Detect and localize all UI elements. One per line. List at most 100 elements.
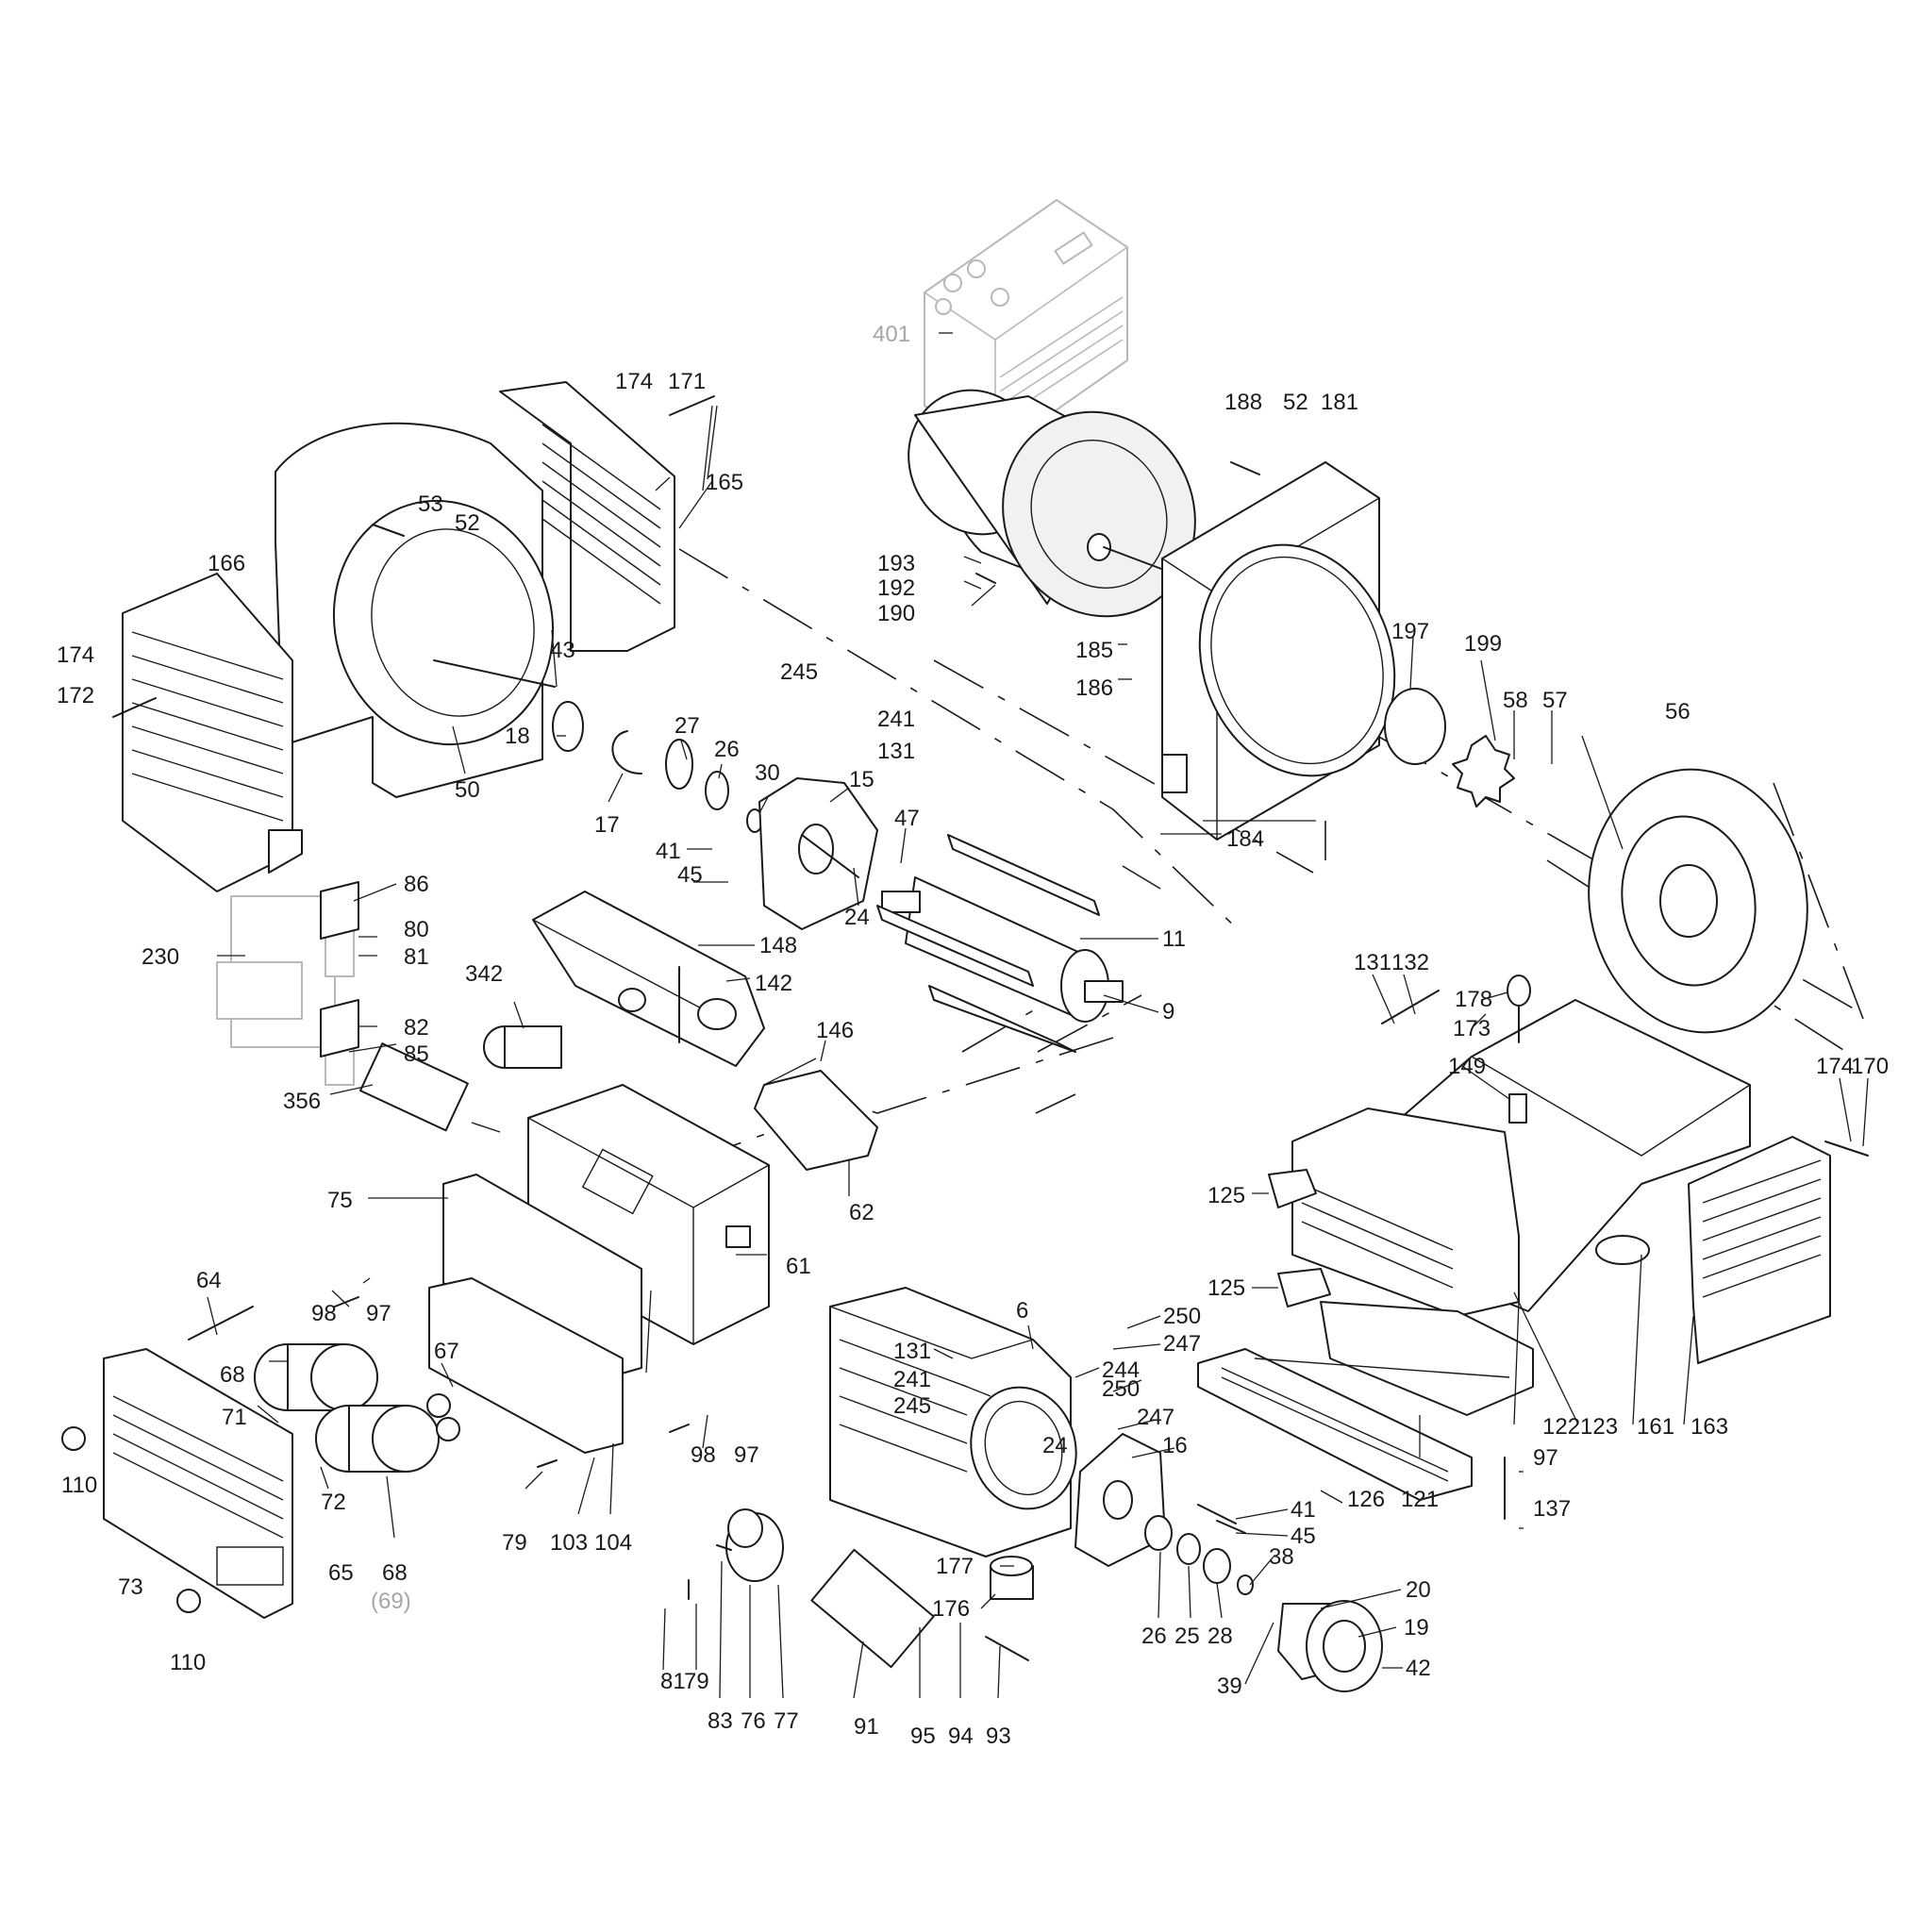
- label-121: 121: [1401, 1487, 1439, 1512]
- label-244: 244: [1102, 1357, 1140, 1383]
- label-67: 67: [434, 1339, 459, 1364]
- label-230: 230: [142, 944, 179, 970]
- label-85: 85: [404, 1041, 429, 1067]
- label-149: 149: [1448, 1054, 1486, 1079]
- label-186: 186: [1075, 675, 1113, 701]
- rotor-9: [881, 876, 1124, 1023]
- label-75: 75: [327, 1188, 353, 1213]
- bearing-flange-15: [758, 777, 878, 930]
- label-73: 73: [118, 1574, 143, 1600]
- label-47: 47: [894, 806, 920, 831]
- label-192: 192: [877, 575, 915, 601]
- label-20: 20: [1406, 1577, 1431, 1603]
- label-91: 91: [854, 1714, 879, 1740]
- label-45b: 45: [1291, 1524, 1316, 1549]
- vibration-damper-176: [990, 1556, 1034, 1600]
- label-79b: 79: [684, 1669, 709, 1694]
- label-93: 93: [986, 1724, 1011, 1749]
- label-56: 56: [1665, 699, 1690, 724]
- fan-impeller-56: [1588, 768, 1808, 1034]
- label-52b: 52: [1283, 390, 1308, 415]
- label-174b: 174: [57, 642, 94, 668]
- damper-149: [1508, 1093, 1527, 1124]
- label-148: 148: [759, 933, 797, 958]
- label-11: 11: [1162, 926, 1186, 952]
- label-19: 19: [1404, 1615, 1429, 1641]
- coupling-197-199: [1384, 688, 1515, 808]
- label-17: 17: [594, 812, 620, 838]
- seal-parts-25-26-28-38: [1144, 1515, 1254, 1595]
- motor-fan-cover-181: [1161, 461, 1396, 841]
- label-18: 18: [505, 724, 530, 749]
- fasteners: [112, 395, 1869, 1600]
- label-174a: 174: [615, 369, 653, 394]
- label-241a: 241: [877, 707, 915, 732]
- gasket-75: [442, 1174, 642, 1378]
- label-177: 177: [936, 1554, 974, 1579]
- label-401: 401: [873, 322, 910, 347]
- filter-cartridges-68: [254, 1343, 460, 1473]
- label-122: 122: [1542, 1414, 1580, 1440]
- label-28: 28: [1208, 1624, 1233, 1649]
- label-9: 9: [1162, 999, 1174, 1024]
- label-26a: 26: [714, 737, 740, 762]
- label-250a: 250: [1163, 1304, 1201, 1329]
- label-76: 76: [741, 1708, 766, 1734]
- label-94: 94: [948, 1724, 974, 1749]
- label-42: 42: [1406, 1656, 1431, 1681]
- bearing-parts-17-18-26-27-30: [552, 701, 763, 833]
- label-125b: 125: [1208, 1275, 1245, 1301]
- housing-122-123: [1291, 1108, 1520, 1317]
- label-245a: 245: [780, 659, 818, 685]
- label-185: 185: [1075, 638, 1113, 663]
- label-68a: 68: [220, 1362, 245, 1388]
- filter-cover-62: [754, 1070, 878, 1171]
- label-197: 197: [1391, 619, 1429, 644]
- label-199: 199: [1464, 631, 1502, 657]
- label-58: 58: [1503, 688, 1528, 713]
- label-52a: 52: [455, 510, 480, 536]
- label-98b: 98: [691, 1442, 716, 1468]
- label-132: 132: [1391, 950, 1429, 975]
- label-27: 27: [675, 713, 700, 739]
- label-131a: 131: [877, 739, 915, 764]
- label-77: 77: [774, 1708, 799, 1734]
- label-123: 123: [1580, 1414, 1618, 1440]
- label-174c: 174: [1816, 1054, 1854, 1079]
- label-64: 64: [196, 1268, 222, 1293]
- label-97a: 97: [366, 1301, 391, 1326]
- label-166: 166: [208, 551, 245, 576]
- label-193: 193: [877, 551, 915, 576]
- label-38: 38: [1269, 1544, 1294, 1570]
- label-190: 190: [877, 601, 915, 626]
- vanes-11: [876, 834, 1100, 1053]
- label-142: 142: [755, 971, 792, 996]
- silencer-342: [483, 1025, 562, 1069]
- label-125a: 125: [1208, 1183, 1245, 1208]
- leader-lines: [207, 332, 1869, 1699]
- label-250b: 250: [1102, 1376, 1140, 1402]
- label-79a: 79: [502, 1530, 527, 1556]
- gasket-104: [428, 1277, 624, 1454]
- label-165: 165: [706, 470, 743, 495]
- label-184: 184: [1226, 826, 1264, 852]
- label-171: 171: [668, 369, 706, 394]
- label-71: 71: [222, 1405, 247, 1430]
- label-126: 126: [1347, 1487, 1385, 1512]
- fan-guard-165: [499, 381, 675, 652]
- label-24b: 24: [1042, 1433, 1068, 1458]
- label-16: 16: [1162, 1433, 1188, 1458]
- label-245b: 245: [893, 1393, 931, 1419]
- gaskets-125: [1268, 1169, 1331, 1307]
- label-68b: 68: [382, 1560, 408, 1586]
- label-83: 83: [708, 1708, 733, 1734]
- label-62: 62: [849, 1200, 874, 1225]
- part-labels: 401 174 171 165 53 52 166 174 172 43 18 …: [57, 322, 1889, 1749]
- oil-filter-91: [725, 1508, 1029, 1669]
- label-97b: 97: [734, 1442, 759, 1468]
- motor-housing: [908, 389, 1196, 618]
- label-82: 82: [404, 1015, 429, 1041]
- label-57: 57: [1542, 688, 1568, 713]
- label-247b: 247: [1137, 1405, 1174, 1430]
